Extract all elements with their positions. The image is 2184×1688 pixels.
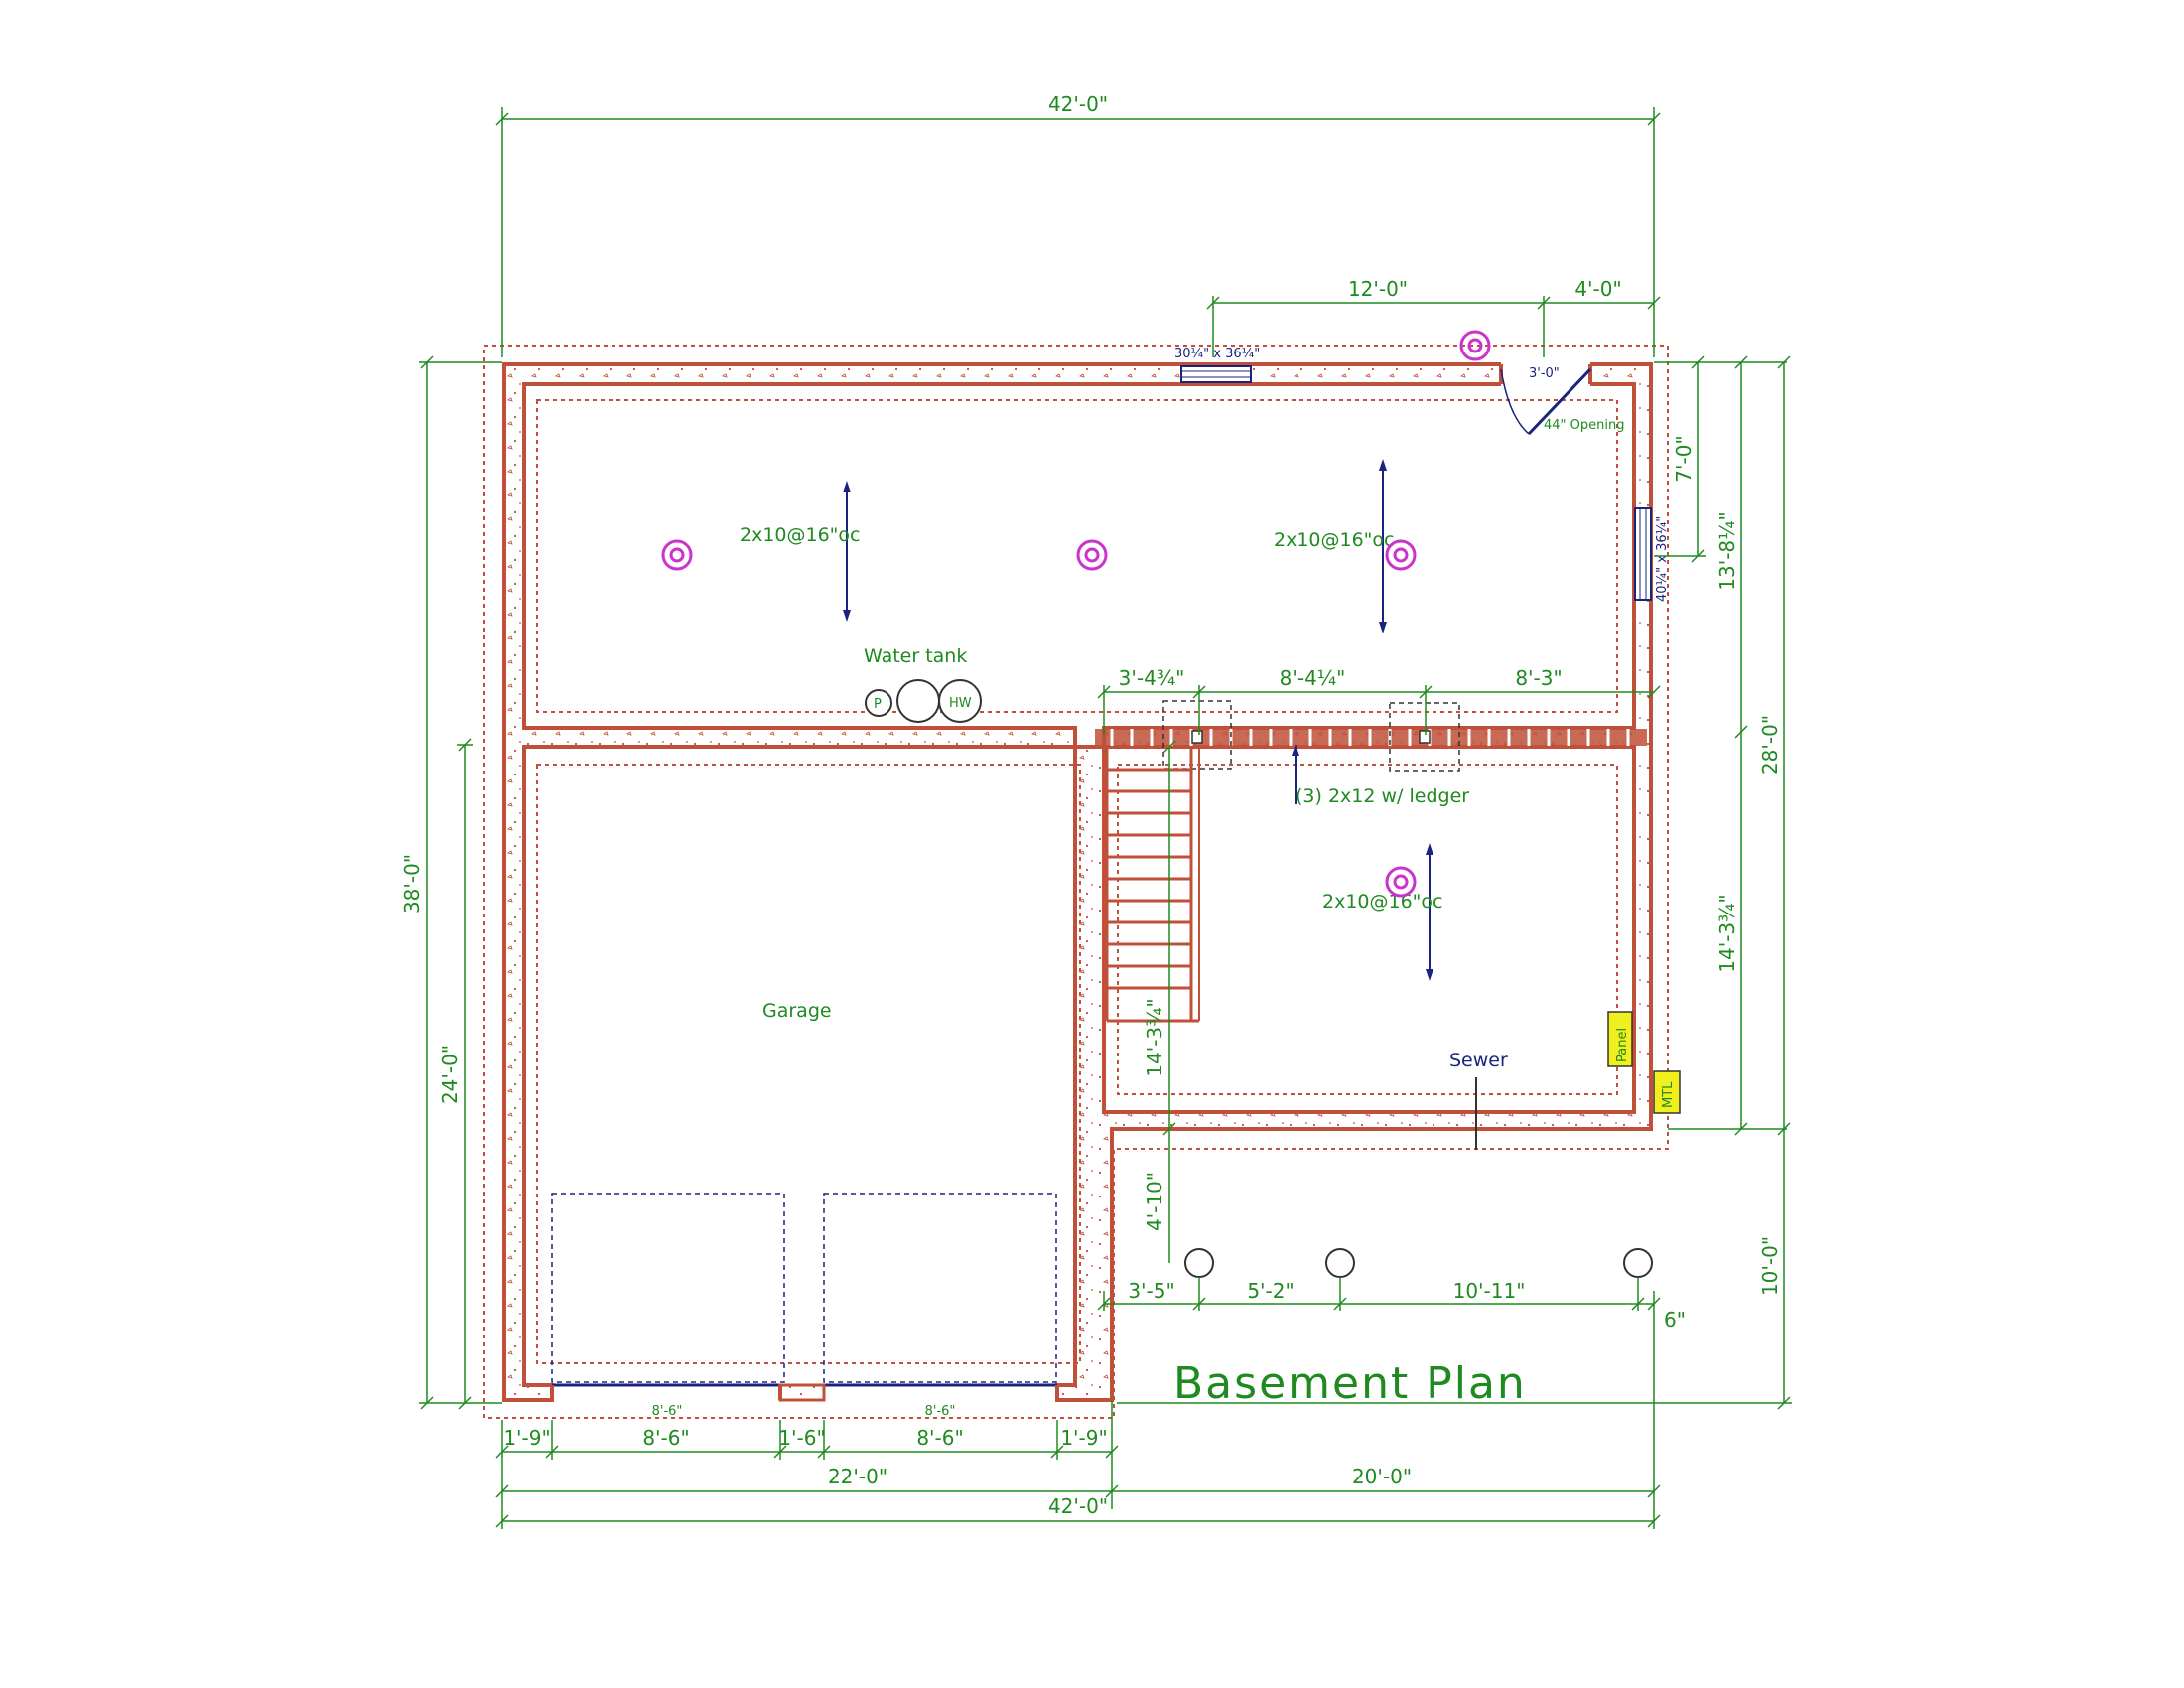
dim-right-7: 7'-0" bbox=[1672, 435, 1696, 482]
window-right-label: 40¼" x 36¼" bbox=[1655, 516, 1670, 602]
dim-bottom-3: 1'-6" bbox=[778, 1426, 825, 1450]
opening-label: 44" Opening bbox=[1544, 418, 1624, 433]
dim-bottom-1: 1'-9" bbox=[503, 1426, 550, 1450]
door-width-label: 3'-0" bbox=[1529, 366, 1560, 381]
water-tank-label: Water tank bbox=[864, 645, 967, 667]
dim-post-b: 5'-2" bbox=[1247, 1279, 1294, 1303]
dim-bottom-5: 1'-9" bbox=[1060, 1426, 1107, 1450]
dim-bottom-4: 8'-6" bbox=[916, 1426, 963, 1450]
p-label: P bbox=[874, 697, 882, 712]
hw-label: HW bbox=[949, 696, 972, 711]
joist-label-2: 2x10@16"oc bbox=[1274, 529, 1395, 551]
garage-door-1-label: 8'-6" bbox=[652, 1404, 683, 1419]
electric-meter: MTL bbox=[1653, 1070, 1681, 1114]
dim-post-d: 6" bbox=[1664, 1308, 1686, 1332]
dim-right-10: 10'-0" bbox=[1758, 1236, 1782, 1296]
dim-top-4: 4'-0" bbox=[1574, 277, 1621, 301]
dim-left-24: 24'-0" bbox=[438, 1045, 462, 1104]
joist-label-1: 2x10@16"oc bbox=[740, 524, 861, 546]
dim-beam-c: 8'-3" bbox=[1515, 666, 1562, 690]
joist-arrows bbox=[843, 459, 1433, 981]
basement-door: 3'-0" 44" Opening bbox=[1499, 357, 1624, 436]
dim-right-14: 14'-3¾" bbox=[1715, 894, 1739, 972]
dim-right-13: 13'-8¼" bbox=[1715, 511, 1739, 590]
garage-door-2-label: 8'-6" bbox=[925, 1404, 956, 1419]
light-fixtures bbox=[661, 330, 1491, 898]
dim-bottom-2: 8'-6" bbox=[642, 1426, 689, 1450]
beam-label: (3) 2x12 w/ ledger bbox=[1296, 785, 1469, 807]
water-tank bbox=[865, 679, 982, 723]
panel-label: Panel bbox=[1615, 1028, 1630, 1062]
stairs bbox=[1105, 747, 1200, 1023]
sewer-label: Sewer bbox=[1449, 1050, 1508, 1071]
beam: (3) 2x12 w/ ledger bbox=[1095, 700, 1647, 807]
foundation-walls bbox=[502, 362, 1653, 1402]
dim-post-a: 3'-5" bbox=[1128, 1279, 1174, 1303]
window-right: 40¼" x 36¼" bbox=[1634, 507, 1670, 602]
meter-label: MTL bbox=[1661, 1081, 1676, 1108]
dim-top-12: 12'-0" bbox=[1348, 277, 1408, 301]
electrical-panel: Panel bbox=[1607, 1011, 1633, 1067]
window-top-label: 30¼" x 36¼" bbox=[1174, 347, 1260, 361]
dim-top-overall: 42'-0" bbox=[1048, 92, 1108, 116]
joist-label-3: 2x10@16"oc bbox=[1322, 891, 1443, 913]
dim-bottom-20: 20'-0" bbox=[1352, 1465, 1412, 1488]
dim-beam-a: 3'-4¾" bbox=[1119, 666, 1185, 690]
dim-stair-4: 4'-10" bbox=[1143, 1172, 1166, 1231]
dim-left-overall: 38'-0" bbox=[400, 854, 424, 914]
dim-post-c: 10'-11" bbox=[1453, 1279, 1526, 1303]
dim-bottom-overall: 42'-0" bbox=[1048, 1494, 1108, 1518]
dim-stair-14: 14'-3¾" bbox=[1143, 998, 1166, 1076]
dim-beam-b: 8'-4¼" bbox=[1280, 666, 1346, 690]
dim-bottom-22: 22'-0" bbox=[828, 1465, 887, 1488]
window-top: 30¼" x 36¼" bbox=[1174, 347, 1260, 383]
drawing-title: Basement Plan bbox=[1173, 1358, 1527, 1409]
dimension-lines bbox=[419, 107, 1792, 1529]
garage-doors bbox=[551, 1193, 1057, 1383]
garage-label: Garage bbox=[762, 1000, 832, 1022]
dim-right-28: 28'-0" bbox=[1758, 715, 1782, 774]
posts bbox=[1184, 1248, 1653, 1278]
